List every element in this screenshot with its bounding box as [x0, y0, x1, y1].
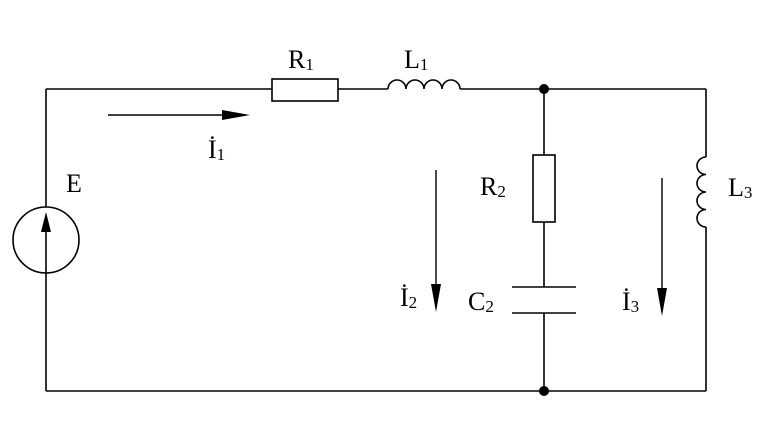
node-bottom: [539, 386, 549, 396]
capacitor-c2: [512, 286, 576, 314]
resistor-r1: [271, 78, 339, 102]
inductor-l3: [696, 156, 707, 228]
resistor-r2: [532, 154, 556, 223]
node-top: [539, 84, 549, 94]
label-i2: İ2: [400, 283, 417, 312]
label-r1: R1: [288, 45, 314, 74]
wires: [45, 88, 707, 392]
current-arrow-i3: [657, 178, 667, 316]
label-c2: C2: [468, 287, 494, 316]
current-arrow-i1: [108, 110, 250, 120]
label-l3: L3: [728, 173, 752, 202]
label-r2: R2: [480, 172, 506, 201]
label-l1: L1: [404, 45, 428, 74]
inductor-l1: [387, 79, 461, 90]
current-arrow-i2: [431, 170, 441, 312]
label-e: E: [66, 169, 82, 198]
label-i3: İ3: [622, 287, 639, 316]
label-i1: İ1: [208, 135, 225, 164]
voltage-source-e: [12, 206, 80, 274]
